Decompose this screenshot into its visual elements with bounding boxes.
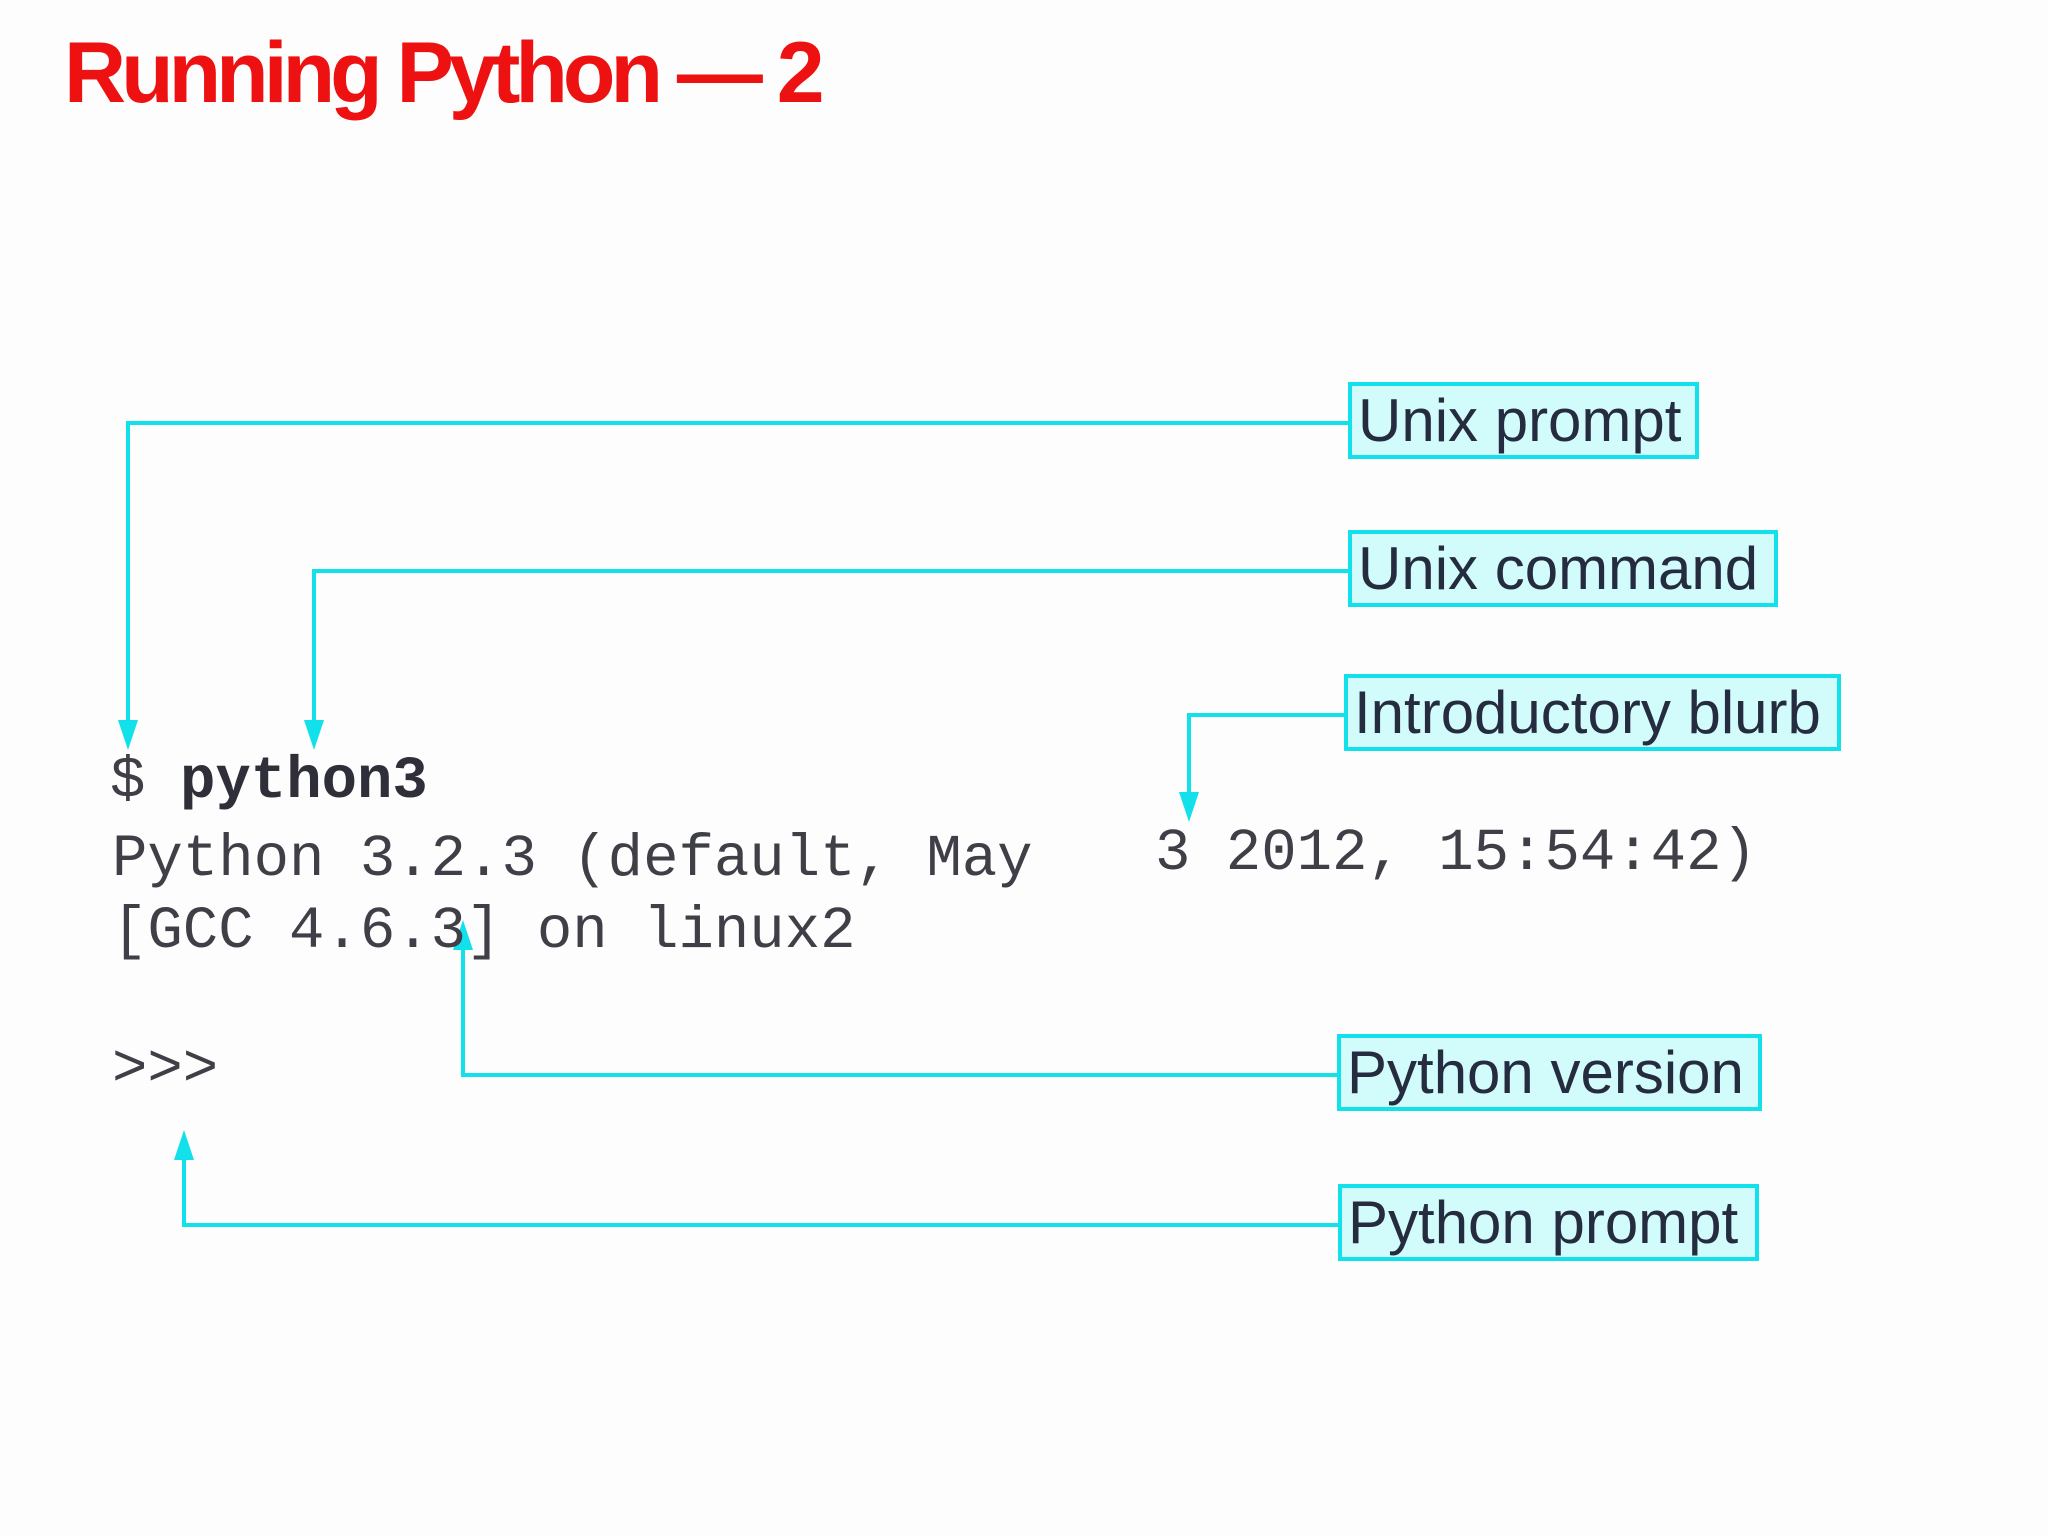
introductory-blurb-arrowhead: [1179, 792, 1199, 822]
intro-blurb-line1-left: Python 3.2.3 (default, May: [112, 826, 1033, 893]
intro-blurb-line2: [GCC 4.6.3] on linux2: [112, 898, 856, 965]
python-prompt-connector: [182, 1150, 1342, 1227]
callout-introductory-blurb: Introductory blurb: [1344, 674, 1841, 751]
unix-command-text: python3: [180, 748, 428, 815]
unix-prompt-symbol: $: [110, 748, 146, 815]
introductory-blurb-connector: [1187, 713, 1348, 800]
unix-prompt-connector: [126, 421, 1352, 730]
unix-prompt-arrowhead: [118, 720, 138, 750]
intro-blurb-line1-right: 3 2012, 15:54:42): [1155, 820, 1757, 887]
callout-unix-prompt: Unix prompt: [1348, 382, 1699, 459]
python-prompt-arrowhead: [174, 1130, 194, 1160]
python-version-arrowhead: [453, 920, 473, 950]
slide-title: Running Python — 2: [64, 25, 825, 121]
callout-python-version: Python version: [1337, 1034, 1762, 1111]
unix-command-connector: [312, 569, 1352, 730]
callout-unix-command: Unix command: [1348, 530, 1778, 607]
python-prompt-symbol: >>>: [112, 1036, 219, 1103]
python-version-connector: [461, 940, 1341, 1077]
unix-command-arrowhead: [304, 720, 324, 750]
callout-python-prompt: Python prompt: [1338, 1184, 1759, 1261]
